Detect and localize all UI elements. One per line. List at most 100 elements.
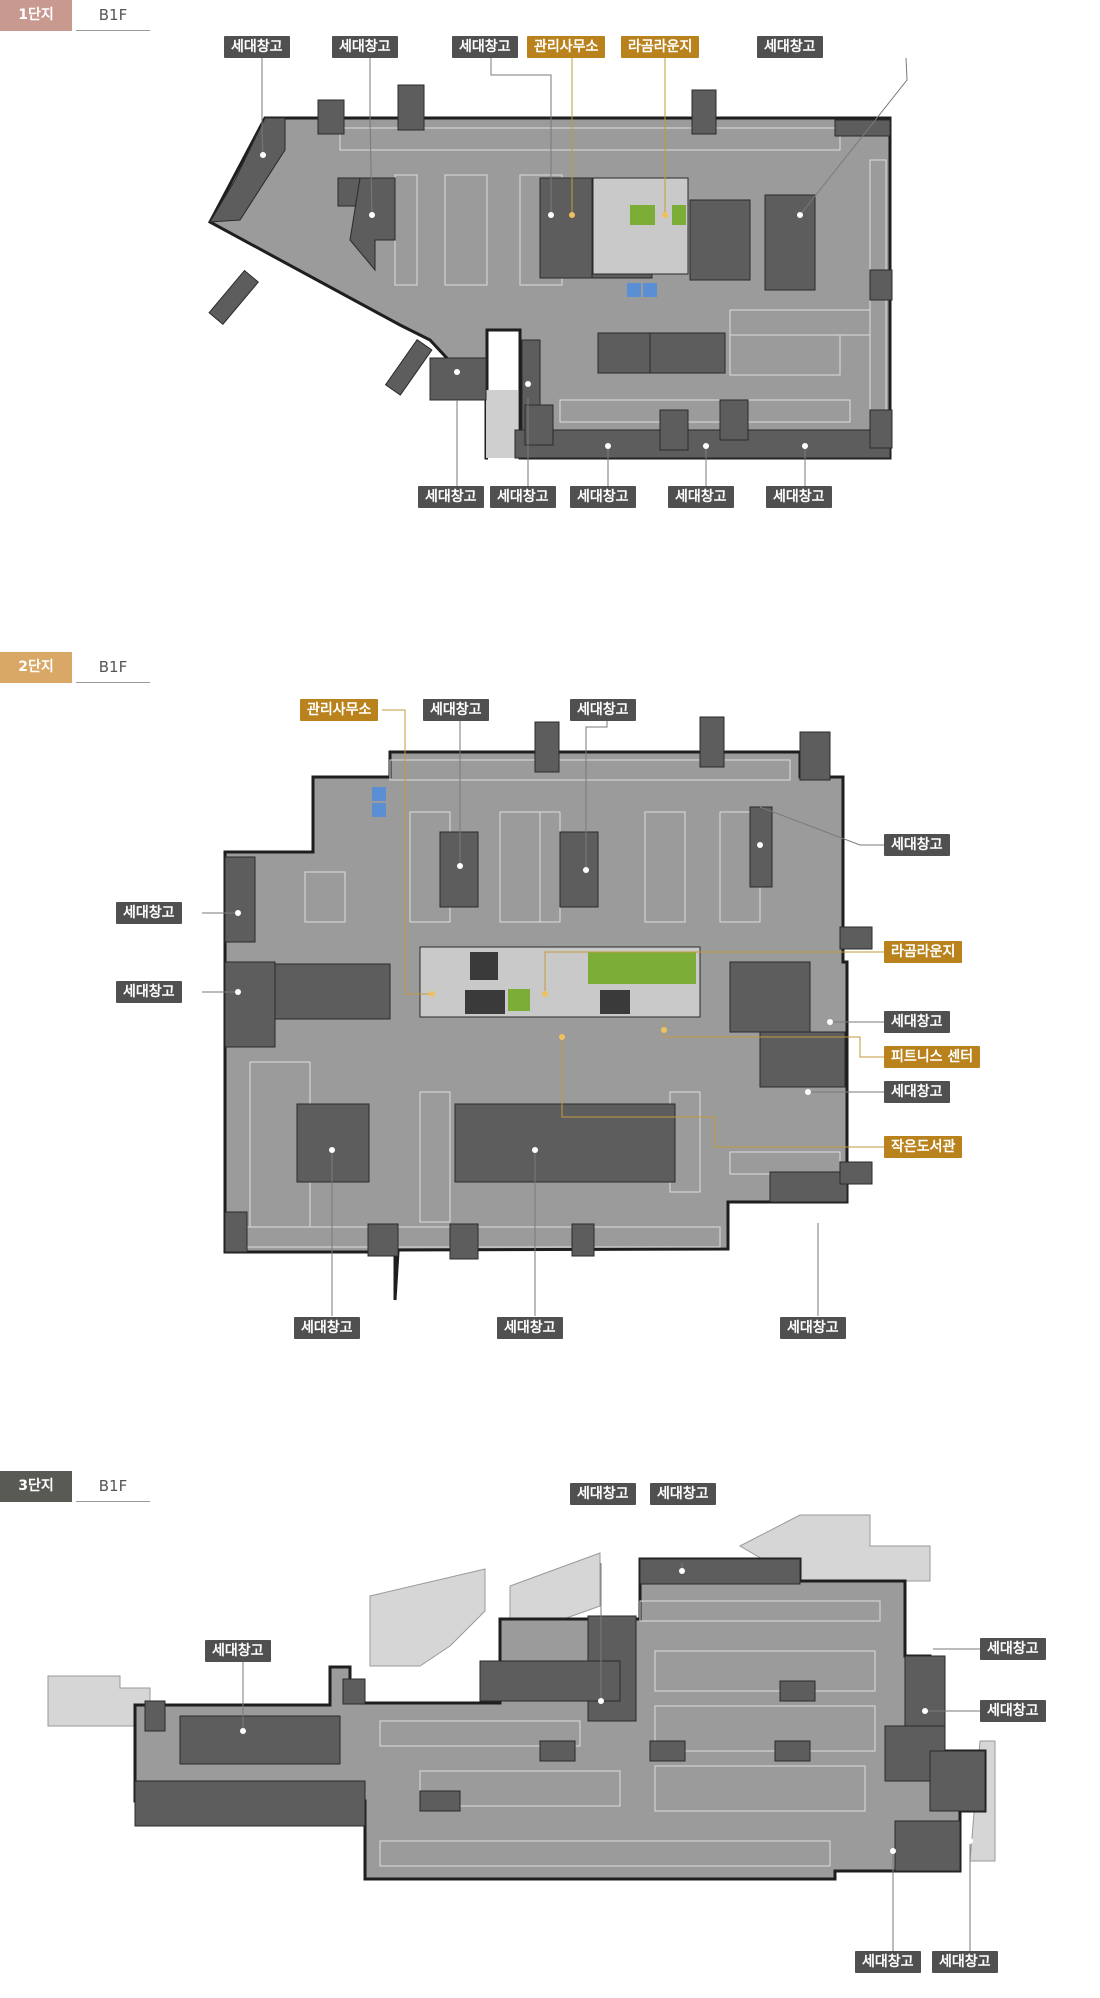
complex-3-location-dot (927, 1646, 933, 1652)
complex-1-floor-tab[interactable]: B1F (76, 0, 150, 31)
complex-3-floor-tab[interactable]: B1F (76, 1471, 150, 1502)
complex-1-storage-block (539, 177, 593, 279)
complex-1-label-storage[interactable]: 세대창고 (766, 486, 832, 508)
complex-3-core (539, 1740, 576, 1762)
complex-1-label-storage[interactable]: 세대창고 (452, 36, 518, 58)
complex-3-core (774, 1740, 811, 1762)
complex-1-label-storage[interactable]: 세대창고 (224, 36, 290, 58)
complex-1-label-storage[interactable]: 세대창고 (332, 36, 398, 58)
complex-3-label-storage[interactable]: 세대창고 (855, 1951, 921, 1973)
complex-1-location-dot (454, 369, 460, 375)
complex-2-amenity-dot (661, 1027, 667, 1033)
complex-1-core (869, 269, 893, 301)
complex-2-location-dot (827, 1019, 833, 1025)
complex-2-green-area (508, 989, 530, 1011)
complex-2-floor-tab[interactable]: B1F (76, 652, 150, 683)
complex-2-amenity-block (470, 952, 498, 980)
complex-2-elevator-icon (372, 787, 386, 801)
complex-3-storage-block (479, 1660, 621, 1702)
complex-1-core (719, 399, 749, 441)
complex-1-label-storage[interactable]: 세대창고 (490, 486, 556, 508)
complex-3-storage-block (179, 1715, 341, 1765)
complex-2-label-small-library[interactable]: 작은도서관 (884, 1136, 963, 1158)
complex-3-label-storage[interactable]: 세대창고 (570, 1483, 636, 1505)
complex-1-label-management-office[interactable]: 관리사무소 (527, 36, 606, 58)
complex-3-section: 3단지 B1F (0, 1471, 1100, 1998)
complex-2-label-storage[interactable]: 세대창고 (116, 981, 182, 1003)
complex-2-label-storage[interactable]: 세대창고 (423, 699, 489, 721)
complex-1-label-storage[interactable]: 세대창고 (668, 486, 734, 508)
complex-2-storage-block (729, 961, 811, 1033)
complex-3-storage-block (904, 1655, 946, 1727)
complex-1-green-area (672, 205, 686, 225)
complex-2-label-management-office[interactable]: 관리사무소 (300, 699, 379, 721)
complex-1-storage-block (514, 429, 891, 459)
complex-2-label-storage[interactable]: 세대창고 (884, 834, 950, 856)
complex-2-storage-block (559, 831, 599, 908)
complex-2-core (699, 716, 725, 768)
complex-1-amenity-dot (569, 212, 575, 218)
complex-1-core (834, 119, 891, 137)
complex-1-core (317, 99, 345, 135)
complex-1-core (869, 409, 893, 449)
complex-1-floor-plan (207, 57, 908, 502)
complex-2-amenity-dot (429, 991, 435, 997)
complex-2-label-storage[interactable]: 세대창고 (884, 1081, 950, 1103)
complex-2-section: 2단지 B1F (0, 652, 1100, 1352)
complex-3-label-storage[interactable]: 세대창고 (205, 1640, 271, 1662)
complex-2-label-fitness-center[interactable]: 피트니스 센터 (884, 1046, 981, 1068)
complex-1-storage-block (429, 357, 487, 401)
complex-1-label-storage[interactable]: 세대창고 (757, 36, 823, 58)
complex-2-amenity-dot (542, 991, 548, 997)
complex-2-label-storage[interactable]: 세대창고 (294, 1317, 360, 1339)
complex-2-storage-block (769, 1171, 848, 1203)
complex-1-storage-block (649, 332, 726, 374)
complex-2-label-storage[interactable]: 세대창고 (116, 902, 182, 924)
complex-2-label-storage[interactable]: 세대창고 (497, 1317, 563, 1339)
complex-3-label-storage[interactable]: 세대창고 (650, 1483, 716, 1505)
complex-2-badge: 2단지 (0, 652, 72, 683)
complex-2-location-dot (235, 989, 241, 995)
complex-1-core (691, 89, 717, 135)
complex-3-core (342, 1678, 366, 1705)
complex-1-label-storage[interactable]: 세대창고 (418, 486, 484, 508)
complex-3-storage-block (639, 1558, 801, 1585)
complex-1-core (659, 409, 689, 451)
complex-1-location-dot (703, 443, 709, 449)
complex-2-storage-block (759, 1031, 846, 1088)
complex-3-label-storage[interactable]: 세대창고 (980, 1638, 1046, 1660)
complex-2-amenity-block (465, 990, 505, 1014)
complex-2-label-lagom-lounge[interactable]: 라곰라운지 (884, 941, 963, 963)
complex-2-label-storage[interactable]: 세대창고 (780, 1317, 846, 1339)
complex-1-core (397, 84, 425, 131)
complex-1-label-lagom-lounge[interactable]: 라곰라운지 (621, 36, 700, 58)
complex-2-label-storage[interactable]: 세대창고 (570, 699, 636, 721)
complex-1-label-storage[interactable]: 세대창고 (570, 486, 636, 508)
complex-1-ramp-block (384, 339, 433, 396)
complex-3-badge: 3단지 (0, 1471, 72, 1502)
complex-2-core (534, 721, 560, 773)
complex-3-label-storage[interactable]: 세대창고 (932, 1951, 998, 1973)
complex-2-storage-block (439, 831, 479, 908)
complex-3-storage-block (929, 1750, 986, 1812)
complex-1-storage-block (764, 194, 816, 291)
complex-1-green-area (630, 205, 655, 225)
complex-2-core (839, 926, 873, 950)
complex-3-floor-plan (47, 1514, 996, 1951)
complex-2-label-storage[interactable]: 세대창고 (884, 1011, 950, 1033)
complex-2-amenity-block (600, 990, 630, 1014)
complex-3-location-dot (679, 1568, 685, 1574)
complex-3-label-storage[interactable]: 세대창고 (980, 1700, 1046, 1722)
complex-2-location-dot (329, 1147, 335, 1153)
complex-1-location-dot (548, 212, 554, 218)
complex-1-elevator-icon (643, 283, 657, 297)
complex-3-location-dot (922, 1708, 928, 1714)
complex-2-storage-block (224, 856, 256, 943)
complex-2-location-dot (757, 842, 763, 848)
complex-3-location-dot (890, 1848, 896, 1854)
complex-2-core (224, 1211, 248, 1253)
complex-1-location-dot (369, 212, 375, 218)
complex-1-core (524, 404, 554, 446)
complex-2-location-dot (532, 1147, 538, 1153)
complex-1-location-dot (260, 152, 266, 158)
